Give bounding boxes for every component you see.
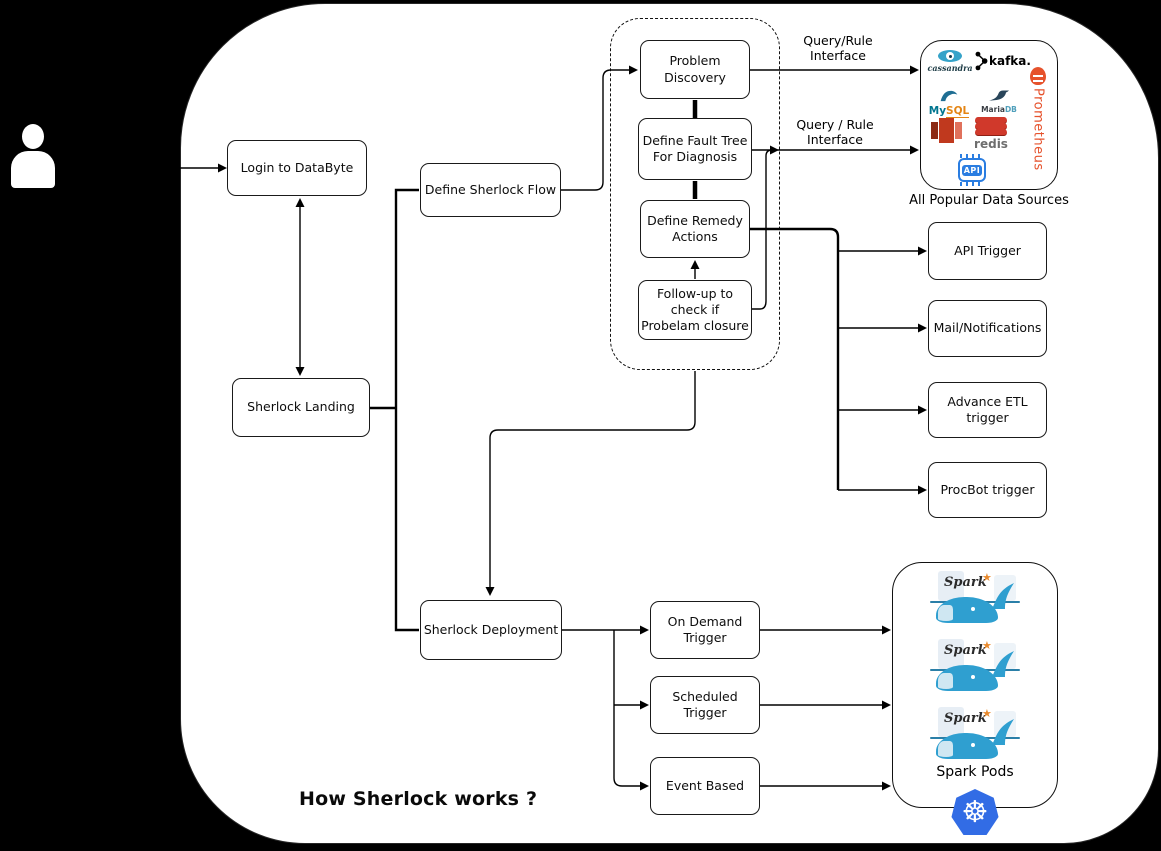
- spark-pods-box: Spark★ Spark★ Spark★ Spark Pods ☸: [892, 562, 1058, 835]
- node-advance-etl-trigger: Advance ETL trigger: [928, 382, 1047, 438]
- spark-docker-icon: Spark★: [926, 707, 1026, 769]
- spark-label: Spark: [944, 575, 987, 590]
- node-label: Scheduled Trigger: [672, 688, 738, 720]
- diagram-title: How Sherlock works ?: [299, 788, 538, 810]
- node-define-sherlock-flow: Define Sherlock Flow: [420, 163, 561, 217]
- prometheus-label: Prometheus: [1030, 88, 1046, 171]
- data-sources-box: cassandra kafka. MySQL MariaDB Prometheu…: [920, 40, 1058, 190]
- user-person-icon: [8, 124, 58, 188]
- node-label: API Trigger: [954, 242, 1021, 258]
- node-label: ProcBot trigger: [940, 481, 1035, 497]
- node-label: Login to DataByte: [240, 159, 354, 175]
- node-mail-notifications: Mail/Notifications: [928, 300, 1047, 357]
- node-label: Problem Discovery: [664, 53, 726, 85]
- mysql-label-my: My: [928, 105, 947, 117]
- person-head: [22, 124, 44, 149]
- node-define-fault-tree: Define Fault Tree For Diagnosis: [638, 118, 752, 180]
- query-rule-interface-label-mid: Query / Rule Interface: [796, 117, 874, 147]
- node-on-demand-trigger: On Demand Trigger: [650, 601, 760, 659]
- node-label: Follow-up to check if Probelam closure: [641, 285, 749, 334]
- node-followup-check: Follow-up to check if Probelam closure: [638, 280, 752, 340]
- person-torso: [11, 151, 55, 188]
- api-chip-label: API: [961, 164, 983, 176]
- kafka-icon: [975, 51, 988, 71]
- mysql-dolphin-icon: [940, 90, 958, 102]
- node-event-based: Event Based: [650, 757, 760, 815]
- mariadb-label-maria: Maria: [981, 105, 1005, 114]
- prometheus-flame-icon: [1030, 67, 1046, 85]
- node-label: Event Based: [665, 777, 745, 793]
- spark-label: Spark: [944, 711, 987, 726]
- node-label: Sherlock Landing: [247, 399, 355, 415]
- spark-star-icon: ★: [982, 707, 992, 720]
- node-define-remedy-actions: Define Remedy Actions: [640, 200, 750, 258]
- kafka-label: kafka.: [989, 54, 1031, 68]
- kubernetes-icon: ☸: [951, 789, 999, 835]
- mariadb-seal-icon: [989, 90, 1009, 101]
- node-label: Advance ETL trigger: [947, 393, 1028, 425]
- node-label: Define Sherlock Flow: [424, 181, 557, 197]
- redshift-icon: [929, 117, 963, 143]
- query-rule-interface-label-top: Query/Rule Interface: [803, 33, 873, 63]
- node-label: Mail/Notifications: [933, 320, 1042, 336]
- node-api-trigger: API Trigger: [928, 222, 1047, 280]
- prometheus-logo: Prometheus: [1023, 67, 1053, 171]
- mariadb-logo: MariaDB: [977, 87, 1021, 114]
- node-label: Define Fault Tree For Diagnosis: [642, 132, 748, 164]
- spark-star-icon: ★: [982, 571, 992, 584]
- cassandra-eye-icon: [938, 50, 962, 62]
- spark-label: Spark: [944, 643, 987, 658]
- mysql-label-sql: SQL: [946, 105, 970, 118]
- spark-docker-icon: Spark★: [926, 571, 1026, 633]
- node-label: Sherlock Deployment: [423, 621, 559, 637]
- redis-logo: redis: [967, 117, 1015, 151]
- api-chip-icon: API: [958, 158, 986, 182]
- mysql-logo: MySQL: [925, 87, 973, 118]
- cassandra-logo: cassandra: [927, 50, 973, 73]
- node-procbot-trigger: ProcBot trigger: [928, 462, 1047, 518]
- cassandra-label: cassandra: [927, 63, 973, 73]
- kubernetes-wheel-glyph: ☸: [961, 794, 989, 830]
- node-login-to-databyte: Login to DataByte: [227, 140, 367, 196]
- kafka-logo: kafka.: [975, 49, 1031, 73]
- redis-label: redis: [974, 137, 1008, 151]
- spark-star-icon: ★: [982, 639, 992, 652]
- sherlock-flow-group: [610, 18, 780, 370]
- node-sherlock-landing: Sherlock Landing: [232, 378, 370, 437]
- api-chip-logo: API: [955, 154, 989, 186]
- node-label: Define Remedy Actions: [647, 212, 743, 244]
- node-scheduled-trigger: Scheduled Trigger: [650, 676, 760, 734]
- node-problem-discovery: Problem Discovery: [640, 40, 750, 99]
- node-label: On Demand Trigger: [667, 613, 743, 645]
- data-sources-caption: All Popular Data Sources: [909, 193, 1069, 208]
- spark-pods-caption: Spark Pods: [936, 764, 1014, 780]
- spark-docker-icon: Spark★: [926, 639, 1026, 701]
- node-sherlock-deployment: Sherlock Deployment: [420, 600, 562, 660]
- mariadb-label-db: DB: [1004, 105, 1017, 114]
